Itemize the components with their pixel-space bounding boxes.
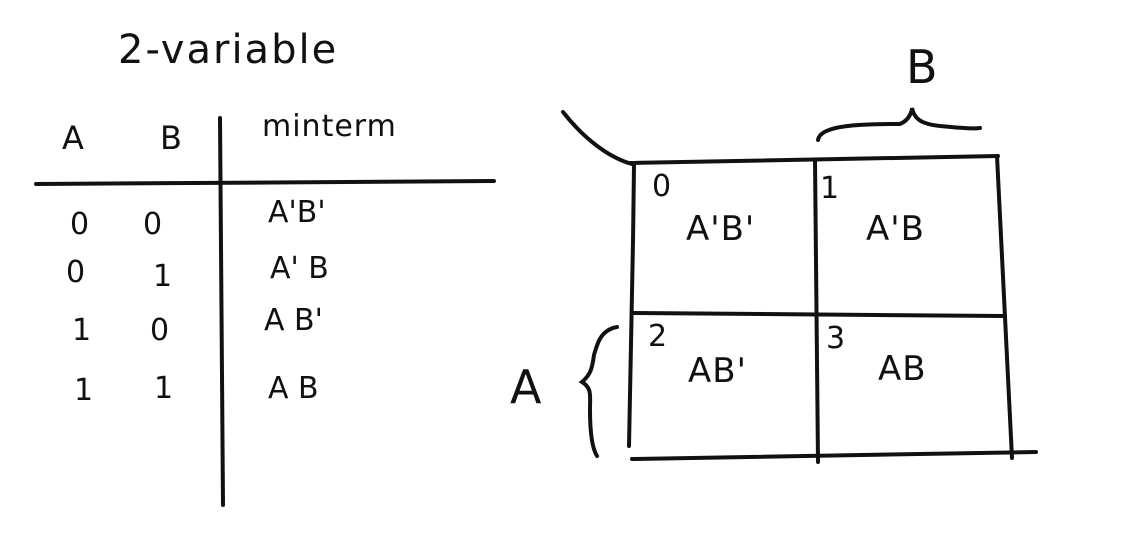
table-column-divider: [218, 116, 225, 507]
row3-minterm: A B: [268, 371, 319, 406]
kmap-cell-3-index: 3: [826, 321, 846, 356]
kmap-corner-diagonal: [561, 110, 634, 166]
row2-b: 0: [150, 313, 170, 348]
kmap-cell-1-index: 1: [820, 171, 840, 206]
kmap-middle-horizontal: [630, 311, 1006, 318]
table-header-rule: [34, 179, 496, 186]
row0-b: 0: [143, 207, 163, 242]
kmap-middle-vertical: [813, 158, 820, 464]
row2-minterm: A B': [264, 303, 323, 338]
row1-minterm: A' B: [270, 251, 329, 286]
kmap-cell-1-term: A'B: [866, 209, 925, 249]
row1-b: 1: [153, 259, 173, 294]
header-b: B: [160, 119, 182, 157]
row0-minterm: A'B': [268, 195, 326, 230]
kmap-cell-3-term: AB: [878, 349, 927, 389]
kmap-cell-0-index: 0: [652, 169, 672, 204]
kmap-column-variable: B: [906, 40, 938, 94]
kmap-cell-2-term: AB': [688, 351, 747, 391]
row2-a: 1: [72, 313, 92, 348]
kmap-cell-2-index: 2: [648, 319, 668, 354]
header-a: A: [62, 119, 84, 157]
kmap-row-variable: A: [510, 360, 542, 414]
header-minterm: minterm: [262, 109, 397, 144]
row0-a: 0: [70, 207, 90, 242]
kmap-left-edge: [627, 163, 636, 448]
kmap-cell-0-term: A'B': [686, 209, 756, 249]
brace-a: [578, 325, 619, 458]
diagram-title: 2-variable: [118, 27, 339, 73]
row1-a: 0: [66, 255, 86, 290]
brace-b: [816, 107, 982, 142]
kmap-bottom-edge: [630, 450, 1038, 461]
kmap-right-edge: [995, 154, 1014, 460]
row3-a: 1: [74, 373, 94, 408]
row3-b: 1: [154, 371, 174, 406]
